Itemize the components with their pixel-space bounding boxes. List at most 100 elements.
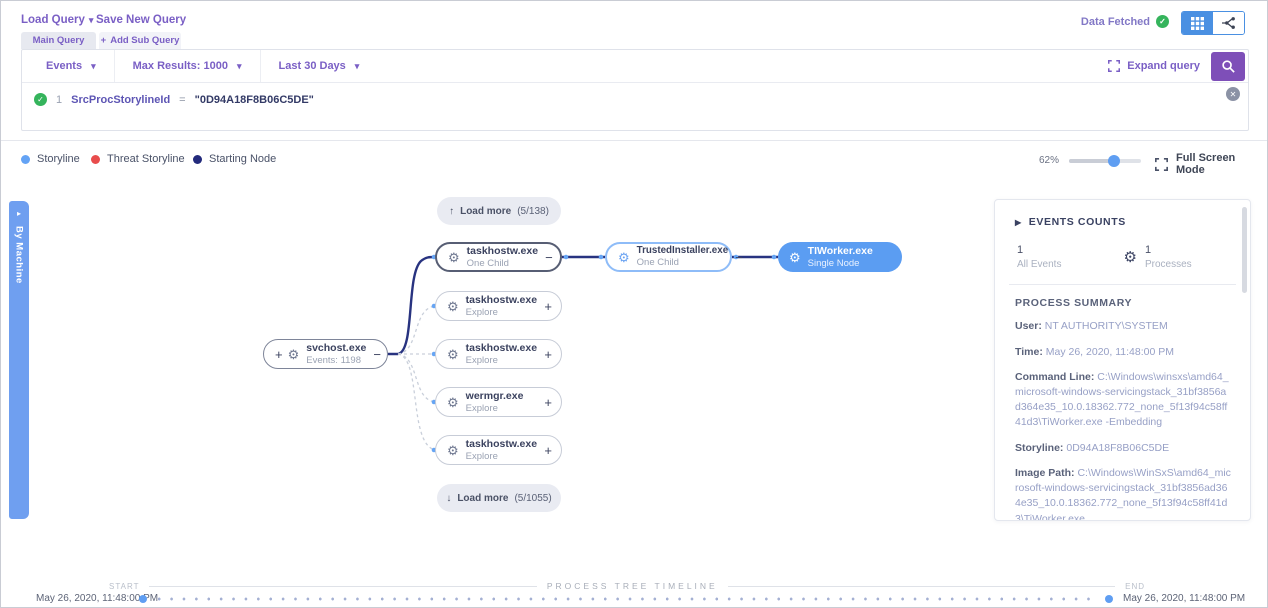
summary-field-user: User: NT AUTHORITY\SYSTEM <box>1015 319 1231 334</box>
search-icon <box>1221 60 1235 73</box>
expand-query-button[interactable]: Expand query <box>1108 50 1200 82</box>
process-name: TIWorker.exe <box>807 245 873 257</box>
collapse-button[interactable]: − <box>545 249 553 265</box>
process-name: wermgr.exe <box>465 390 524 402</box>
tab-main-query[interactable]: Main Query <box>21 32 96 49</box>
process-name: svchost.exe <box>306 342 367 354</box>
process-gear-icon: ⚙ <box>618 249 630 265</box>
legend-threat-storyline: Threat Storyline <box>91 153 185 165</box>
process-node-tiworker-selected[interactable]: ⚙ TIWorker.exe Single Node <box>778 242 902 272</box>
field-value: May 26, 2020, 11:48:00 PM <box>1045 345 1174 358</box>
load-more-down-button[interactable]: ↓ Load more (5/1055) <box>437 484 561 512</box>
section-divider <box>1 140 1267 141</box>
processes-gear-icon: ⚙ <box>1123 249 1137 267</box>
collapse-button[interactable]: − <box>373 346 381 362</box>
threat-dot-icon <box>91 154 100 164</box>
data-fetched-status: Data Fetched ✓ <box>1081 15 1169 28</box>
process-subtitle: Single Node <box>807 257 860 269</box>
search-button[interactable] <box>1211 52 1245 81</box>
process-node-text: svchost.exe Events: 1198 <box>306 342 366 366</box>
query-field: SrcProcStorylineId <box>71 93 171 106</box>
save-new-query-button[interactable]: Save New Query <box>96 14 187 26</box>
zoom-slider-handle[interactable] <box>1107 155 1120 167</box>
storyline-dot-icon <box>21 154 30 164</box>
process-node-wermgr-explore[interactable]: ⚙ wermgr.exe Explore + <box>435 387 562 417</box>
explore-button[interactable]: + <box>544 442 552 458</box>
collapse-button[interactable]: − <box>735 249 743 265</box>
process-gear-icon: ⚙ <box>447 298 459 314</box>
summary-field-image-path: Image Path: C:\Windows\WinSxS\amd64_micr… <box>1015 466 1231 520</box>
chevron-down-icon: ▾ <box>354 60 360 71</box>
process-node-text: wermgr.exe Explore <box>466 390 524 414</box>
chevron-down-icon: ▾ <box>91 60 96 71</box>
load-more-label: Load more <box>457 492 509 504</box>
expand-query-label: Expand query <box>1127 60 1200 72</box>
legend-label: Starting Node <box>209 153 277 165</box>
process-name: taskhostw.exe <box>465 438 538 450</box>
process-subtitle: Explore <box>465 450 498 462</box>
process-summary-title: PROCESS SUMMARY <box>1015 297 1133 310</box>
clear-query-button[interactable]: ✕ <box>1226 87 1240 101</box>
grid-view-button[interactable] <box>1182 12 1213 34</box>
by-machine-tab[interactable]: ▸ By Machine <box>9 201 29 519</box>
timeline-start-point[interactable] <box>139 595 147 603</box>
timeline-start-date: May 26, 2020, 11:48:00 PM <box>36 593 159 604</box>
process-node-taskhostw-expanded[interactable]: ⚙ taskhostw.exe One Child − <box>435 242 562 272</box>
field-value: 0D94A18F8B06C5DE <box>1066 441 1170 454</box>
time-range-dropdown[interactable]: Last 30 Days▾ <box>261 50 378 82</box>
chevron-down-icon: ▾ <box>88 15 94 25</box>
full-screen-mode-button[interactable]: Full Screen Mode <box>1155 152 1267 176</box>
stats-row: 1 All Events ⚙ 1 Processes <box>1017 243 1230 271</box>
query-editor-area[interactable]: ✓ 1 SrcProcStorylineId = "0D94A18F8B06C5… <box>22 83 1248 130</box>
load-more-label: Load more <box>460 205 512 217</box>
process-node-svchost[interactable]: + ⚙ svchost.exe Events: 1198 − <box>263 339 388 369</box>
full-screen-label: Full Screen Mode <box>1175 152 1236 176</box>
zoom-slider[interactable] <box>1069 155 1141 167</box>
starting-node-dot-icon <box>193 154 202 164</box>
explore-button[interactable]: + <box>544 346 552 362</box>
grid-icon <box>1191 16 1204 30</box>
process-node-text: taskhostw.exe One Child <box>467 245 538 269</box>
timeline-end-date: May 26, 2020, 11:48:00 PM <box>1123 593 1246 604</box>
timeline-end-point[interactable] <box>1105 595 1113 603</box>
tree-view-button[interactable] <box>1213 12 1244 34</box>
load-more-count: (5/138) <box>517 205 549 217</box>
field-value: C:\Windows\winsxs\amd64_microsoft-window… <box>1015 370 1229 429</box>
panel-divider <box>1009 284 1236 286</box>
events-counts-header[interactable]: ▶ EVENTS COUNTS <box>1015 216 1230 228</box>
process-node-taskhostw-explore[interactable]: ⚙ taskhostw.exe Explore + <box>435 291 562 321</box>
caret-right-icon: ▸ <box>16 209 21 218</box>
process-node-taskhostw-explore[interactable]: ⚙ taskhostw.exe Explore + <box>435 435 562 465</box>
process-node-taskhostw-explore[interactable]: ⚙ taskhostw.exe Explore + <box>435 339 562 369</box>
load-query-button[interactable]: Load Query▾ <box>21 14 93 26</box>
scope-dropdown[interactable]: Events ▾ <box>22 50 115 82</box>
load-more-count: (5/1055) <box>514 492 552 504</box>
explore-button[interactable]: + <box>544 394 552 410</box>
zoom-slider-fill <box>1069 159 1114 163</box>
fullscreen-icon <box>1155 157 1168 171</box>
plus-icon: + <box>100 35 107 46</box>
process-name: taskhostw.exe <box>465 342 538 354</box>
process-subtitle: One Child <box>466 257 509 269</box>
query-value: "0D94A18F8B06C5DE" <box>194 93 314 106</box>
stat-label: Processes <box>1144 258 1192 270</box>
explore-button[interactable]: + <box>544 298 552 314</box>
max-results-dropdown[interactable]: Max Results: 1000▾ <box>115 50 261 82</box>
scope-value: Events <box>46 60 83 72</box>
process-node-trustedinstaller[interactable]: ⚙ TrustedInstaller.exe One Child − <box>605 242 743 272</box>
tab-add-sub-query[interactable]: + Add Sub Query <box>99 32 181 49</box>
process-gear-icon: ⚙ <box>447 346 459 362</box>
query-line-number: 1 <box>56 93 63 106</box>
process-subtitle: One Child <box>636 257 679 269</box>
process-tree-icon <box>1222 17 1235 29</box>
expand-parent-button[interactable]: + <box>275 346 283 362</box>
legend-label: Storyline <box>37 153 80 165</box>
load-query-label: Load Query <box>21 14 85 26</box>
close-icon: ✕ <box>1229 89 1237 99</box>
load-more-up-button[interactable]: ↑ Load more (5/138) <box>437 197 561 225</box>
process-subtitle: Events: 1198 <box>306 354 362 366</box>
add-sub-query-label: Add Sub Query <box>110 35 180 46</box>
timeline-event-dots[interactable] <box>153 595 1099 603</box>
panel-scrollbar-thumb[interactable] <box>1242 207 1247 293</box>
process-name: TrustedInstaller.exe <box>636 245 729 257</box>
